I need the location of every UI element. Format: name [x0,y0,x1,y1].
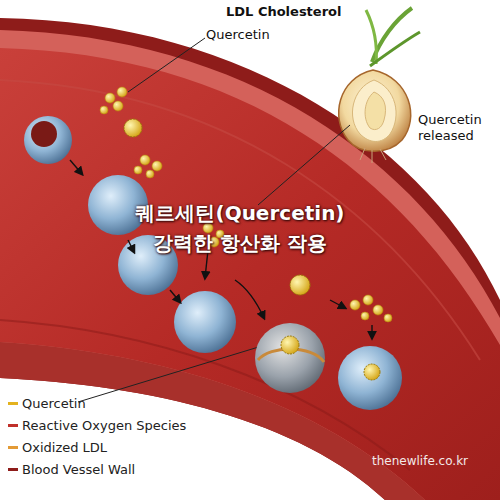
callout-label: Quercetin released [418,112,490,144]
legend-swatch [8,402,18,405]
watermark: thenewlife.co.kr [372,454,468,468]
title-text: 퀘르세틴(Quercetin) 강력한 항산화 작용 [125,198,355,258]
legend-text: Oxidized LDL [22,440,107,455]
legend-text: Blood Vessel Wall [22,462,135,477]
legend-row: Oxidized LDL [8,437,107,457]
legend-row: Blood Vessel Wall [8,459,135,479]
callout-label: Quercetin [206,27,270,42]
legend-swatch [8,424,18,427]
quercetin-molecules [100,87,392,322]
vessel-lumen [0,48,500,500]
callout-label: LDL Cholesterol [226,4,341,19]
vessel-wall [0,18,500,500]
ros-particles [124,119,380,380]
ldl-particles [24,116,402,410]
legend-text: Reactive Oxygen Species [22,418,186,433]
vessel-wall-inner [0,30,500,500]
legend-swatch [8,446,18,449]
onion-illustration [339,8,420,163]
vessel-wall-lower [0,342,425,500]
legend-row: Reactive Oxygen Species [8,415,186,435]
legend-text: Quercetin [22,396,86,411]
legend-row: Quercetin [8,393,86,413]
legend-swatch [8,468,18,471]
